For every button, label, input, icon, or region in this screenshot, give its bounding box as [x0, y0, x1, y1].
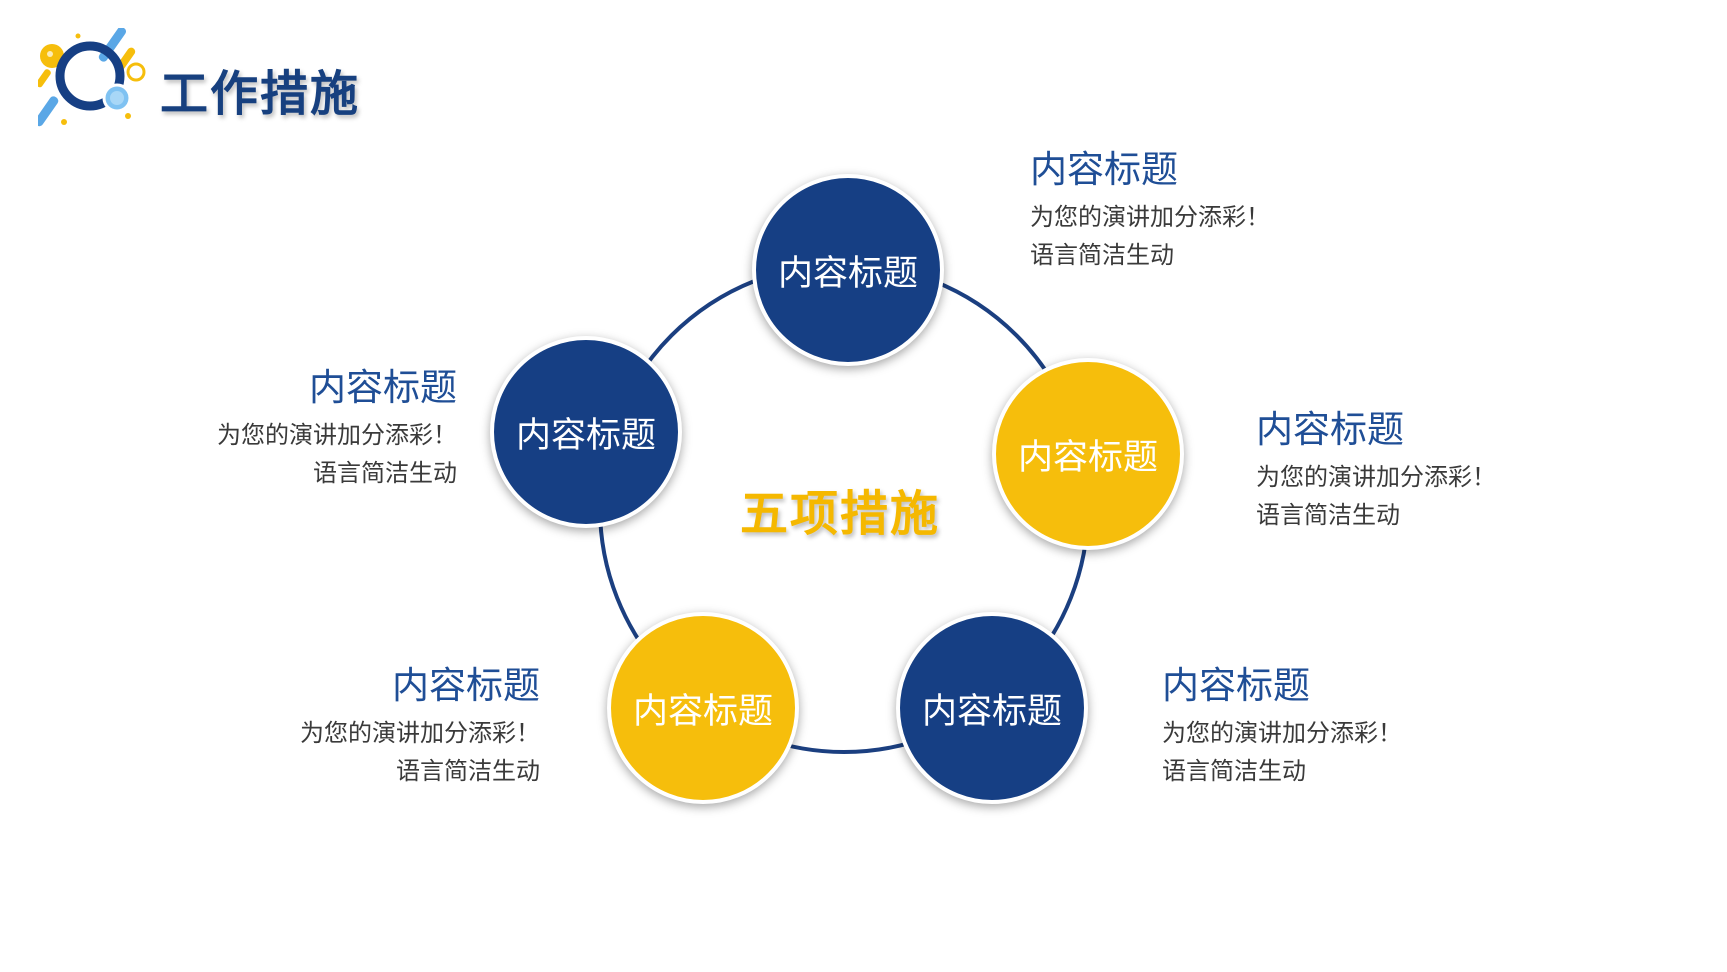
- info-desc-line2: 语言简洁生动: [313, 459, 457, 487]
- info-desc-line1: 为您的演讲加分添彩！: [1030, 203, 1270, 231]
- info-desc-line1: 为您的演讲加分添彩！: [300, 719, 540, 747]
- info-title: 内容标题: [1030, 148, 1178, 191]
- info-block-5: 内容标题 为您的演讲加分添彩！ 语言简洁生动: [217, 364, 457, 492]
- info-title: 内容标题: [1162, 664, 1310, 707]
- cycle-node-label: 内容标题: [632, 691, 773, 732]
- info-desc-line2: 语言简洁生动: [1256, 501, 1400, 529]
- info-desc-line1: 为您的演讲加分添彩！: [1162, 719, 1402, 747]
- cycle-node-3[interactable]: 内容标题: [896, 612, 1088, 804]
- center-title: 五项措施: [739, 486, 940, 542]
- cycle-node-1[interactable]: 内容标题: [752, 174, 944, 366]
- cycle-node-label: 内容标题: [515, 415, 656, 456]
- info-block-3: 内容标题 为您的演讲加分添彩！ 语言简洁生动: [1162, 662, 1402, 790]
- cycle-node-4[interactable]: 内容标题: [607, 612, 799, 804]
- page-title: 工作措施: [160, 66, 361, 122]
- info-block-1: 内容标题 为您的演讲加分添彩！ 语言简洁生动: [1030, 146, 1270, 274]
- info-desc-line2: 语言简洁生动: [1162, 757, 1306, 785]
- info-desc-line1: 为您的演讲加分添彩！: [217, 421, 457, 449]
- cycle-node-2[interactable]: 内容标题: [992, 358, 1184, 550]
- cycle-node-label: 内容标题: [921, 691, 1062, 732]
- info-title: 内容标题: [392, 664, 540, 707]
- info-block-4: 内容标题 为您的演讲加分添彩！ 语言简洁生动: [300, 662, 540, 790]
- magnifier-logo-icon: [38, 28, 146, 127]
- cycle-node-5[interactable]: 内容标题: [490, 336, 682, 528]
- info-block-2: 内容标题 为您的演讲加分添彩！ 语言简洁生动: [1256, 406, 1496, 534]
- info-desc-line1: 为您的演讲加分添彩！: [1256, 463, 1496, 491]
- info-desc-line2: 语言简洁生动: [396, 757, 540, 785]
- info-title: 内容标题: [309, 366, 457, 409]
- cycle-node-label: 内容标题: [1017, 437, 1158, 478]
- cycle-node-label: 内容标题: [777, 253, 918, 294]
- info-title: 内容标题: [1256, 408, 1404, 451]
- info-desc-line2: 语言简洁生动: [1030, 241, 1174, 269]
